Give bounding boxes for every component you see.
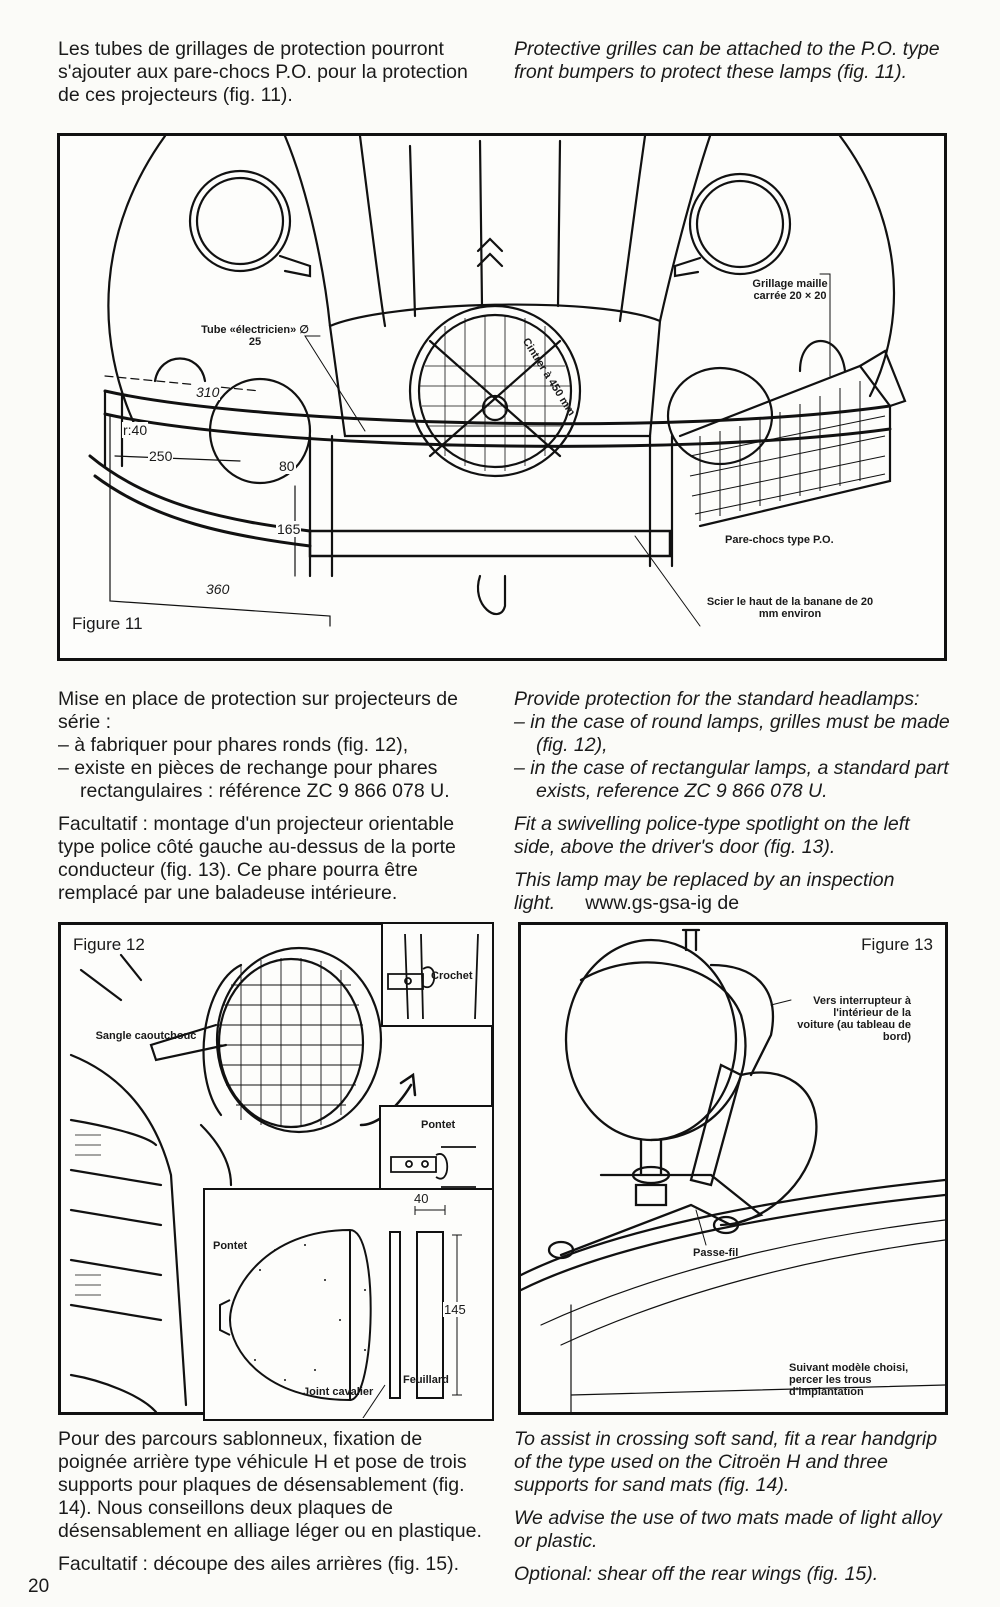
bottom-text-fr: Pour des parcours sablonneux, fixation d… [58, 1428, 494, 1576]
figure-11-label: Figure 11 [72, 614, 143, 633]
callout-pontet-2: Pontet [213, 1240, 248, 1252]
dim-165: 165 [276, 521, 302, 537]
dim-360: 360 [205, 581, 231, 597]
list-item: – in the case of rectangular lamps, a st… [514, 757, 949, 802]
grille-mesh [689, 381, 886, 521]
top-text-en: Protective grilles can be attached to th… [514, 38, 950, 84]
bottom-text-en: To assist in crossing soft sand, fit a r… [514, 1428, 950, 1586]
url-text: www.gs-gsa-ig de [585, 892, 740, 914]
list-item: – existe en pièces de rechange pour phar… [58, 757, 450, 802]
figure-13: Figure 13 Vers interrupteur à l'intérieu… [518, 922, 948, 1415]
paragraph: Facultatif : montage d'un projecteur ori… [58, 813, 456, 904]
callout-scier: Scier le haut de la banane de 20 mm envi… [706, 596, 874, 620]
callout-feuillard: Feuillard [403, 1374, 449, 1386]
callout-pontet-1: Pontet [421, 1119, 456, 1131]
figure-11-drawing [88, 136, 907, 627]
paragraph: Fit a swivelling police-type spotlight o… [514, 813, 910, 858]
dim-80: 80 [278, 458, 296, 474]
dim-310: 310 [195, 384, 221, 400]
dim-145: 145 [443, 1302, 467, 1317]
figure-13-label: Figure 13 [861, 935, 933, 954]
callout-tube: Tube «électricien» ∅ 25 [201, 324, 309, 348]
paragraph: Provide protection for the standard head… [514, 688, 920, 710]
paragraph: This lamp may be replaced by an inspecti… [514, 869, 895, 914]
dim-r40: r:40 [122, 422, 149, 438]
callout-joint: Joint cavalier [303, 1386, 374, 1398]
list-item: – à fabriquer pour phares ronds (fig. 12… [58, 734, 409, 756]
dim-40: 40 [413, 1191, 430, 1206]
middle-text-fr: Mise en place de protection sur projecte… [58, 688, 494, 905]
paragraph: Pour des parcours sablonneux, fixation d… [58, 1428, 482, 1542]
inset-rectangular-lamp: Pontet 40 145 Joint cavalier Feuillard [203, 1188, 494, 1421]
paragraph: Mise en place de protection sur projecte… [58, 688, 458, 733]
figure-13-drawing [521, 928, 945, 1412]
dim-250: 250 [148, 448, 174, 464]
figure-11: Figure 11 Tube «électricien» ∅ 25 Grilla… [57, 133, 947, 661]
middle-text-en: Provide protection for the standard head… [514, 688, 950, 915]
paragraph: Les tubes de grillages de protection pou… [58, 38, 468, 106]
callout-grillage: Grillage maille carrée 20 × 20 [752, 278, 828, 302]
callout-sangle: Sangle caoutchouc [95, 1030, 197, 1042]
paragraph: To assist in crossing soft sand, fit a r… [514, 1428, 938, 1496]
figure-12-drawing [69, 946, 417, 1412]
callout-crochet: Crochet [431, 970, 473, 982]
callout-vers: Vers interrupteur à l'intérieur de la vo… [797, 995, 911, 1043]
paragraph: Protective grilles can be attached to th… [514, 38, 940, 83]
top-text-fr: Les tubes de grillages de protection pou… [58, 38, 494, 107]
callout-passe-fil: Passe-fil [693, 1247, 739, 1259]
callout-parechocs: Pare-chocs type P.O. [725, 534, 834, 546]
page-number: 20 [28, 1576, 50, 1597]
list-item: – in the case of round lamps, grilles mu… [514, 711, 950, 756]
paragraph: Optional: shear off the rear wings (fig.… [514, 1563, 879, 1585]
inset-crochet: Crochet [381, 922, 494, 1027]
paragraph: We advise the use of two mats made of li… [514, 1507, 942, 1552]
figure-12: Figure 12 Sangle caoutchouc Crochet Pont… [58, 922, 494, 1421]
paragraph: Facultatif : découpe des ailes arrières … [58, 1553, 460, 1575]
callout-suivant: Suivant modèle choisi, percer les trous … [789, 1362, 909, 1398]
figure-12-label: Figure 12 [73, 935, 145, 954]
